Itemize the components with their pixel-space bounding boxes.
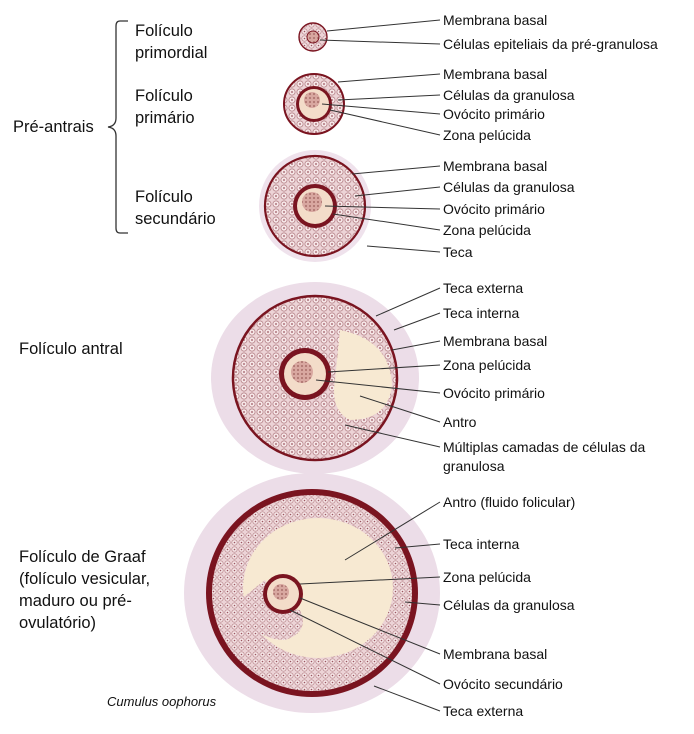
secondary-follicle: [259, 150, 371, 262]
leader-lines: [289, 19, 441, 712]
antral-theca-interna-label: Teca interna: [443, 305, 520, 321]
primordial-label-line2: primordial: [135, 44, 208, 62]
secondary-zona-label: Zona pelúcida: [443, 222, 531, 238]
primary-label-line1: Folículo: [135, 87, 193, 105]
antral-antrum-label: Antro: [443, 414, 477, 430]
secondary-oocyte-label: Ovócito primário: [443, 201, 545, 217]
graaf-label-line3: maduro ou pré-: [19, 592, 132, 610]
graaf-antrum-label: Antro (fluido folicular): [443, 494, 576, 510]
secondary-granulosa-label: Células da granulosa: [443, 179, 575, 195]
graafian-follicle: [184, 473, 440, 713]
graaf-label-line2: (folículo vesicular,: [19, 570, 151, 588]
primary-granulosa-label: Células da granulosa: [443, 87, 575, 103]
graaf-label-line4: ovulatório): [19, 614, 97, 632]
primary-basal-membrane-label: Membrana basal: [443, 66, 548, 82]
antral-zona-label: Zona pelúcida: [443, 357, 531, 373]
antral-granulosa-layers-label-line1: Múltiplas camadas de células da: [443, 439, 646, 455]
primordial-pregranulosa-label: Células epiteliais da pré-granulosa: [443, 36, 658, 52]
graaf-oocyte-label: Ovócito secundário: [443, 676, 563, 692]
pre-antral-label: Pré-antrais: [13, 118, 94, 136]
primary-follicle: [283, 73, 345, 135]
graaf-theca-externa-label: Teca externa: [443, 703, 524, 719]
antral-follicle: [211, 282, 419, 474]
antral-theca-externa-label: Teca externa: [443, 280, 524, 296]
antral-oocyte-label: Ovócito primário: [443, 385, 545, 401]
antral-basal-membrane-label: Membrana basal: [443, 333, 548, 349]
secondary-label-line1: Folículo: [135, 188, 193, 206]
primordial-basal-membrane-label: Membrana basal: [443, 12, 548, 28]
cumulus-oophorus-label: Cumulus oophorus: [107, 694, 217, 709]
graaf-basal-membrane-label: Membrana basal: [443, 646, 548, 662]
antral-label: Folículo antral: [19, 340, 123, 358]
secondary-theca-label: Teca: [443, 244, 473, 260]
antral-granulosa-layers-label-line2: granulosa: [443, 458, 505, 474]
graaf-label-line1: Folículo de Graaf: [19, 548, 146, 566]
primary-zona-label: Zona pelúcida: [443, 127, 531, 143]
secondary-label-line2: secundário: [135, 210, 216, 228]
primary-oocyte-label: Ovócito primário: [443, 106, 545, 122]
graaf-theca-interna-label: Teca interna: [443, 536, 520, 552]
secondary-basal-membrane-label: Membrana basal: [443, 158, 548, 174]
pre-antral-brace: [107, 20, 128, 234]
primordial-follicle: [298, 22, 328, 52]
primary-label-line2: primário: [135, 109, 195, 127]
graaf-zona-label: Zona pelúcida: [443, 569, 531, 585]
graaf-granulosa-label: Células da granulosa: [443, 597, 575, 613]
primordial-label-line1: Folículo: [135, 22, 193, 40]
